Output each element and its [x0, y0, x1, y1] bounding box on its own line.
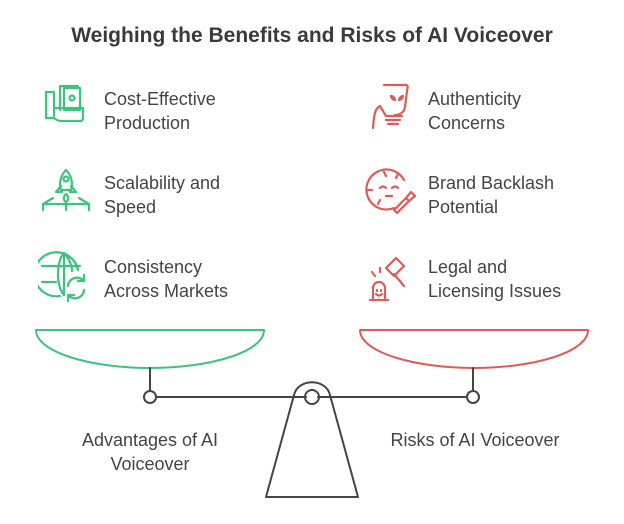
- item-line1: Authenticity: [428, 89, 522, 109]
- center-pivot: [304, 389, 320, 405]
- advantages-label: Advantages of AI Voiceover: [50, 428, 250, 476]
- item-line2: Across Markets: [104, 281, 229, 301]
- diagram-title: Weighing the Benefits and Risks of AI Vo…: [71, 24, 553, 47]
- item-line1: Legal and: [428, 257, 508, 277]
- right-pan: [359, 329, 589, 369]
- item-line2: Speed: [104, 197, 157, 217]
- left-pivot: [143, 390, 157, 404]
- label-line2: Voiceover: [110, 454, 190, 474]
- right-pivot: [466, 390, 480, 404]
- gavel-icon: [368, 256, 406, 302]
- item-line2: Licensing Issues: [428, 281, 562, 301]
- item-line2: Potential: [428, 197, 499, 217]
- left-pan: [35, 329, 265, 369]
- item-line1: Cost-Effective: [104, 89, 216, 109]
- item-line1: Consistency: [104, 257, 203, 277]
- item-line1: Scalability and: [104, 173, 221, 193]
- item-line1: Brand Backlash: [428, 173, 555, 193]
- risks-label: Risks of AI Voiceover: [390, 430, 560, 450]
- rocket-launch-icon: [41, 168, 91, 212]
- mask-hand-icon: [371, 83, 409, 130]
- fulcrum: [265, 381, 359, 498]
- item-line2: Concerns: [428, 113, 506, 133]
- face-brush-icon: [365, 168, 416, 215]
- item-line2: Production: [104, 113, 191, 133]
- globe-sync-icon: [38, 251, 86, 302]
- hand-money-icon: [44, 84, 85, 123]
- label-line1: Advantages of AI: [81, 430, 219, 450]
